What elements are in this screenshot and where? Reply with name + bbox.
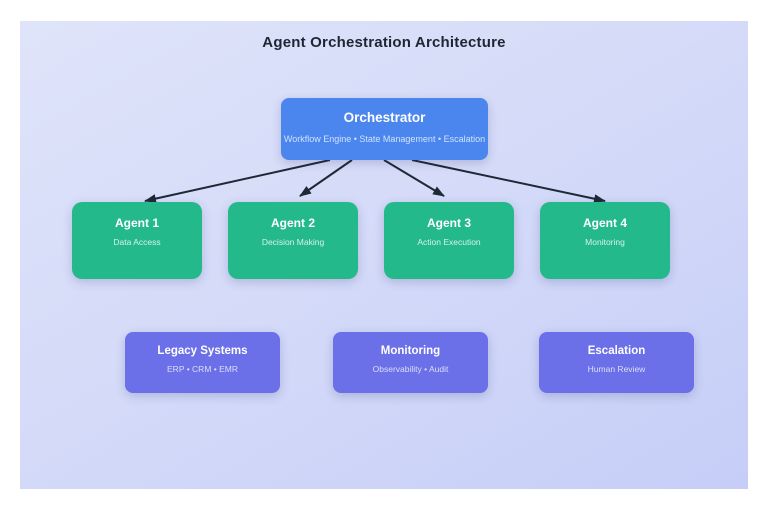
- agent-2-node: Agent 2 Decision Making: [228, 202, 358, 279]
- diagram-canvas: Agent Orchestration Architecture Orchest…: [20, 21, 748, 489]
- agent-2-subtitle: Decision Making: [261, 237, 325, 247]
- agent-3-subtitle: Action Execution: [417, 237, 481, 247]
- agent-1-subtitle: Data Access: [113, 237, 161, 247]
- monitoring-subtitle: Observability • Audit: [372, 364, 449, 374]
- edge-orchestrator-agent-4: [411, 159, 606, 204]
- agent-4-subtitle: Monitoring: [585, 237, 625, 247]
- escalation-title: Escalation: [587, 345, 646, 357]
- agent-4-title: Agent 4: [582, 216, 627, 230]
- monitoring-title: Monitoring: [380, 345, 441, 357]
- monitoring-node: Monitoring Observability • Audit: [333, 332, 488, 393]
- diagram-title: Agent Orchestration Architecture: [262, 34, 506, 51]
- escalation-node: Escalation Human Review: [539, 332, 694, 393]
- agent-1-node: Agent 1 Data Access: [72, 202, 202, 279]
- legacy-systems-subtitle: ERP • CRM • EMR: [167, 364, 238, 374]
- agent-3-node: Agent 3 Action Execution: [384, 202, 514, 279]
- legacy-systems-node: Legacy Systems ERP • CRM • EMR: [125, 332, 280, 393]
- agent-1-title: Agent 1: [114, 216, 159, 230]
- edge-orchestrator-agent-2: [299, 159, 353, 197]
- escalation-subtitle: Human Review: [587, 364, 646, 374]
- orchestrator-title: Orchestrator: [343, 110, 426, 125]
- edge-orchestrator-agent-3: [383, 159, 445, 197]
- agent-2-title: Agent 2: [270, 216, 315, 230]
- agent-4-node: Agent 4 Monitoring: [540, 202, 670, 279]
- agent-3-title: Agent 3: [426, 216, 471, 230]
- legacy-systems-title: Legacy Systems: [157, 345, 248, 357]
- orchestrator-subtitle: Workflow Engine • State Management • Esc…: [283, 134, 486, 144]
- edge-orchestrator-agent-1: [144, 159, 331, 204]
- orchestrator-node: Orchestrator Workflow Engine • State Man…: [281, 98, 488, 160]
